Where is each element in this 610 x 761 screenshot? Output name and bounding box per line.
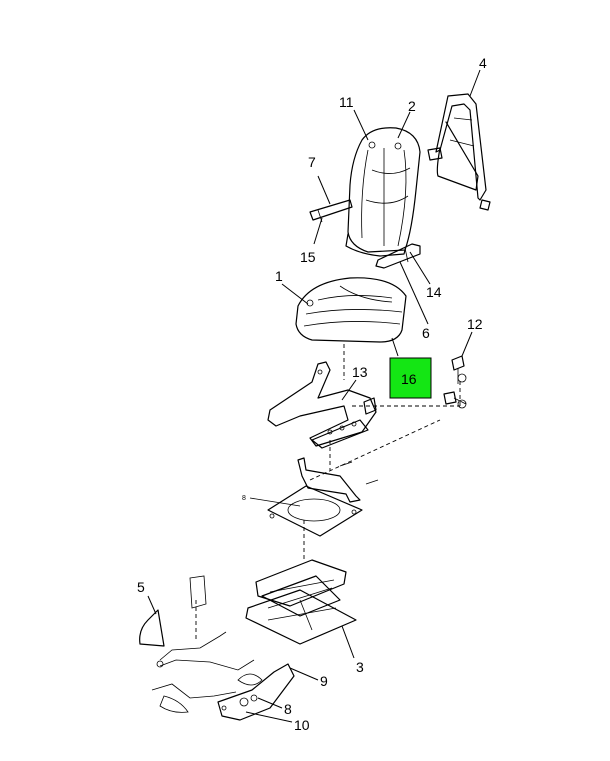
seat-frame[interactable] [267, 361, 377, 449]
callout-13: 13 [352, 364, 368, 380]
callout-2: 2 [408, 98, 416, 114]
callout-6: 6 [422, 325, 430, 341]
callout-8: 8 [284, 701, 292, 717]
armrest-left[interactable] [309, 199, 353, 223]
callout-14: 14 [426, 284, 442, 300]
handle-cover[interactable] [217, 663, 295, 721]
bolt-assembly[interactable] [443, 355, 467, 409]
callout-9: 9 [320, 673, 328, 689]
part-16-highlight[interactable] [389, 357, 432, 399]
side-cover[interactable] [139, 575, 207, 647]
callout-3: 3 [356, 659, 364, 675]
callout-12: 12 [467, 316, 483, 332]
callout-1: 1 [275, 268, 283, 284]
control-cable[interactable] [151, 631, 263, 713]
small-mark: 8 [242, 495, 246, 502]
swivel-plate[interactable] [267, 485, 363, 537]
callout-10: 10 [294, 717, 310, 733]
callout-15: 15 [300, 249, 316, 265]
seat-cushion[interactable] [295, 277, 407, 343]
seat-back[interactable] [345, 127, 421, 257]
callout-11: 11 [339, 94, 354, 110]
callout-5: 5 [137, 579, 145, 595]
callout-4: 4 [479, 55, 487, 71]
callout-16: 16 [401, 371, 417, 387]
headrest-frame[interactable] [427, 93, 491, 211]
callout-7: 7 [308, 154, 316, 170]
suspension-base[interactable] [245, 559, 357, 645]
armrest-right[interactable] [375, 243, 421, 269]
